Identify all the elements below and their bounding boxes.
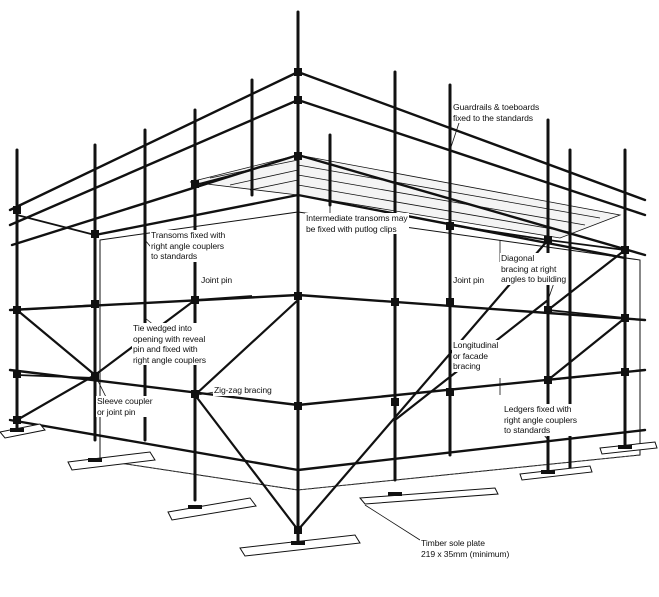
label-joint-pin-right: Joint pin: [452, 275, 486, 286]
label-tie: Tie wedged into opening with reveal pin …: [132, 323, 208, 365]
standards: [15, 10, 627, 547]
label-sole-plate: Timber sole plate 219 x 35mm (minimum): [420, 538, 511, 559]
label-guardrails: Guardrails & toeboards fixed to the stan…: [452, 102, 541, 123]
label-intermediate-transoms: Intermediate transoms may be fixed with …: [305, 213, 409, 234]
bracing: [15, 238, 627, 532]
label-ledgers: Ledgers fixed with right angle couplers …: [503, 404, 579, 436]
transoms: [16, 169, 626, 381]
sole-plates: [0, 423, 658, 557]
label-sleeve-coupler: Sleeve coupler or joint pin: [96, 396, 154, 417]
couplers: [13, 68, 629, 534]
label-diagonal-bracing: Diagonal bracing at right angles to buil…: [500, 253, 568, 285]
base-plates: [10, 428, 632, 545]
label-joint-pin-left: Joint pin: [200, 275, 234, 286]
label-longitudinal-bracing: Longitudinal or facade bracing: [452, 340, 500, 372]
label-zigzag-bracing: Zig-zag bracing: [213, 385, 273, 396]
label-transoms: Transoms fixed with right angle couplers…: [150, 230, 227, 262]
